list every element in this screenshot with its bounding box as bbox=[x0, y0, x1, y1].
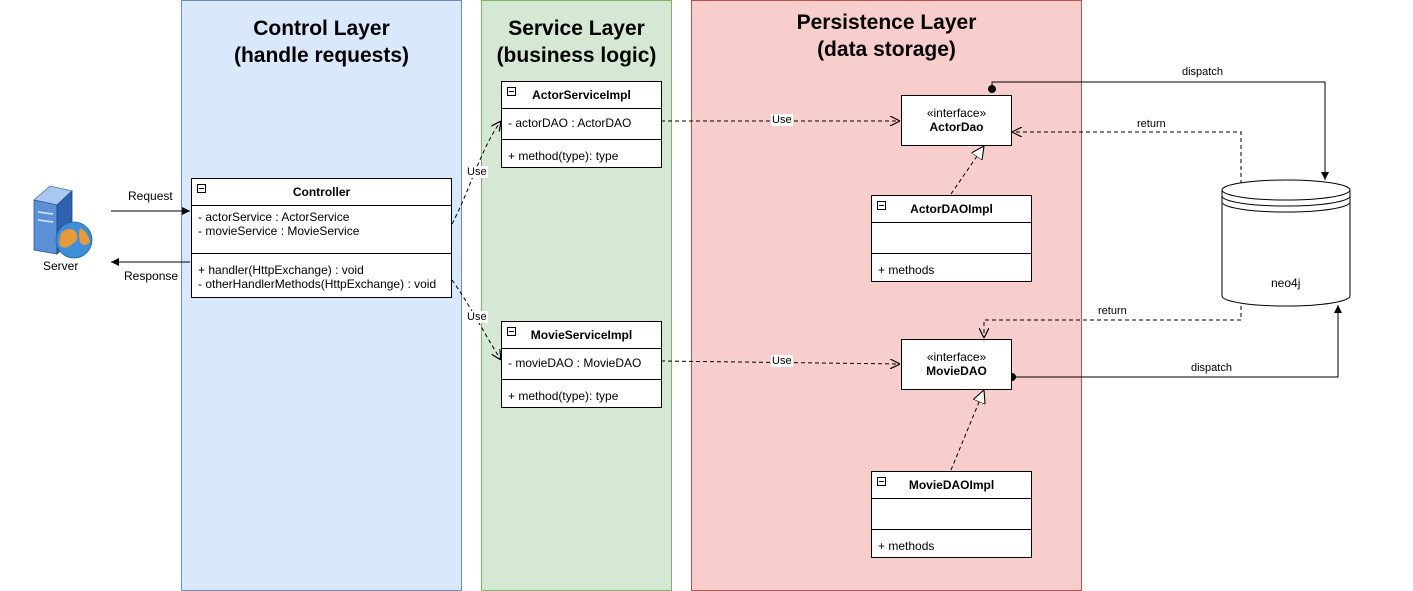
movie-realization-edge bbox=[950, 390, 984, 471]
return-movie-label: return bbox=[1098, 305, 1127, 317]
actor-service-impl-class[interactable]: ActorServiceImpl - actorDAO : ActorDAO +… bbox=[501, 81, 662, 168]
service-layer-title: Service Layer (business logic) bbox=[496, 17, 657, 67]
use-ctrl-actor-label: Use bbox=[466, 166, 488, 178]
controller-attributes: - actorService : ActorService - movieSer… bbox=[192, 206, 451, 254]
actor-dao-impl-methods: + methods bbox=[878, 263, 935, 277]
movie-service-attributes: - movieDAO : MovieDAO bbox=[502, 349, 661, 380]
dispatch-actor-label: dispatch bbox=[1182, 66, 1223, 78]
actor-service-attributes: - actorDAO : ActorDAO bbox=[502, 109, 661, 140]
collapse-icon[interactable] bbox=[197, 184, 206, 193]
neo4j-label: neo4j bbox=[1271, 276, 1301, 290]
movie-service-name: MovieServiceImpl bbox=[530, 328, 633, 342]
actor-dao-name: ActorDao bbox=[929, 120, 984, 134]
server-label: Server bbox=[43, 259, 79, 273]
actor-dao-interface[interactable]: «interface» ActorDao bbox=[901, 95, 1012, 146]
movie-dao-interface[interactable]: «interface» MovieDAO bbox=[901, 339, 1012, 390]
actor-dao-impl-name: ActorDAOImpl bbox=[910, 202, 993, 216]
return-actor-edge bbox=[1012, 132, 1242, 184]
movie-dao-impl-class[interactable]: MovieDAOImpl + methods bbox=[871, 471, 1032, 558]
dispatch-movie-edge bbox=[1012, 305, 1342, 378]
return-actor-label: return bbox=[1137, 118, 1166, 130]
collapse-icon[interactable] bbox=[877, 477, 886, 486]
return-movie-edge bbox=[984, 306, 1242, 338]
use-actor-label: Use bbox=[771, 114, 793, 126]
collapse-icon[interactable] bbox=[507, 327, 516, 336]
control-layer-title: Control Layer (handle requests) bbox=[233, 17, 410, 67]
use-movie-label: Use bbox=[771, 355, 793, 367]
movie-dao-impl-name: MovieDAOImpl bbox=[908, 478, 995, 492]
controller-name: Controller bbox=[292, 185, 351, 199]
actor-realization-edge bbox=[950, 146, 984, 195]
movie-dao-stereotype: «interface» bbox=[926, 350, 987, 364]
dispatch-actor-edge bbox=[991, 81, 1329, 180]
collapse-icon[interactable] bbox=[877, 201, 886, 210]
actor-service-name: ActorServiceImpl bbox=[532, 88, 631, 102]
server-globe-icon bbox=[33, 185, 93, 259]
response-label: Response bbox=[124, 269, 179, 283]
request-label: Request bbox=[128, 189, 173, 203]
movie-dao-impl-attributes bbox=[872, 499, 1031, 530]
actor-dao-stereotype: «interface» bbox=[926, 106, 987, 120]
movie-dao-impl-methods: + methods bbox=[878, 539, 935, 553]
collapse-icon[interactable] bbox=[507, 87, 516, 96]
controller-methods: + handler(HttpExchange) : void - otherHa… bbox=[198, 263, 437, 291]
use-ctrl-movie-edge bbox=[451, 279, 501, 360]
movie-service-methods: + method(type): type bbox=[508, 389, 619, 403]
persistence-layer-title: Persistence Layer (data storage) bbox=[796, 11, 977, 61]
actor-dao-impl-class[interactable]: ActorDAOImpl + methods bbox=[871, 195, 1032, 282]
neo4j-database bbox=[1221, 179, 1351, 307]
controller-class[interactable]: Controller - actorService : ActorService… bbox=[191, 178, 452, 298]
actor-service-methods: + method(type): type bbox=[508, 149, 619, 163]
use-ctrl-movie-label: Use bbox=[466, 311, 488, 323]
actor-dao-impl-attributes bbox=[872, 223, 1031, 254]
dispatch-movie-label: dispatch bbox=[1191, 362, 1232, 374]
movie-dao-name: MovieDAO bbox=[926, 364, 987, 378]
movie-service-impl-class[interactable]: MovieServiceImpl - movieDAO : MovieDAO +… bbox=[501, 321, 662, 408]
